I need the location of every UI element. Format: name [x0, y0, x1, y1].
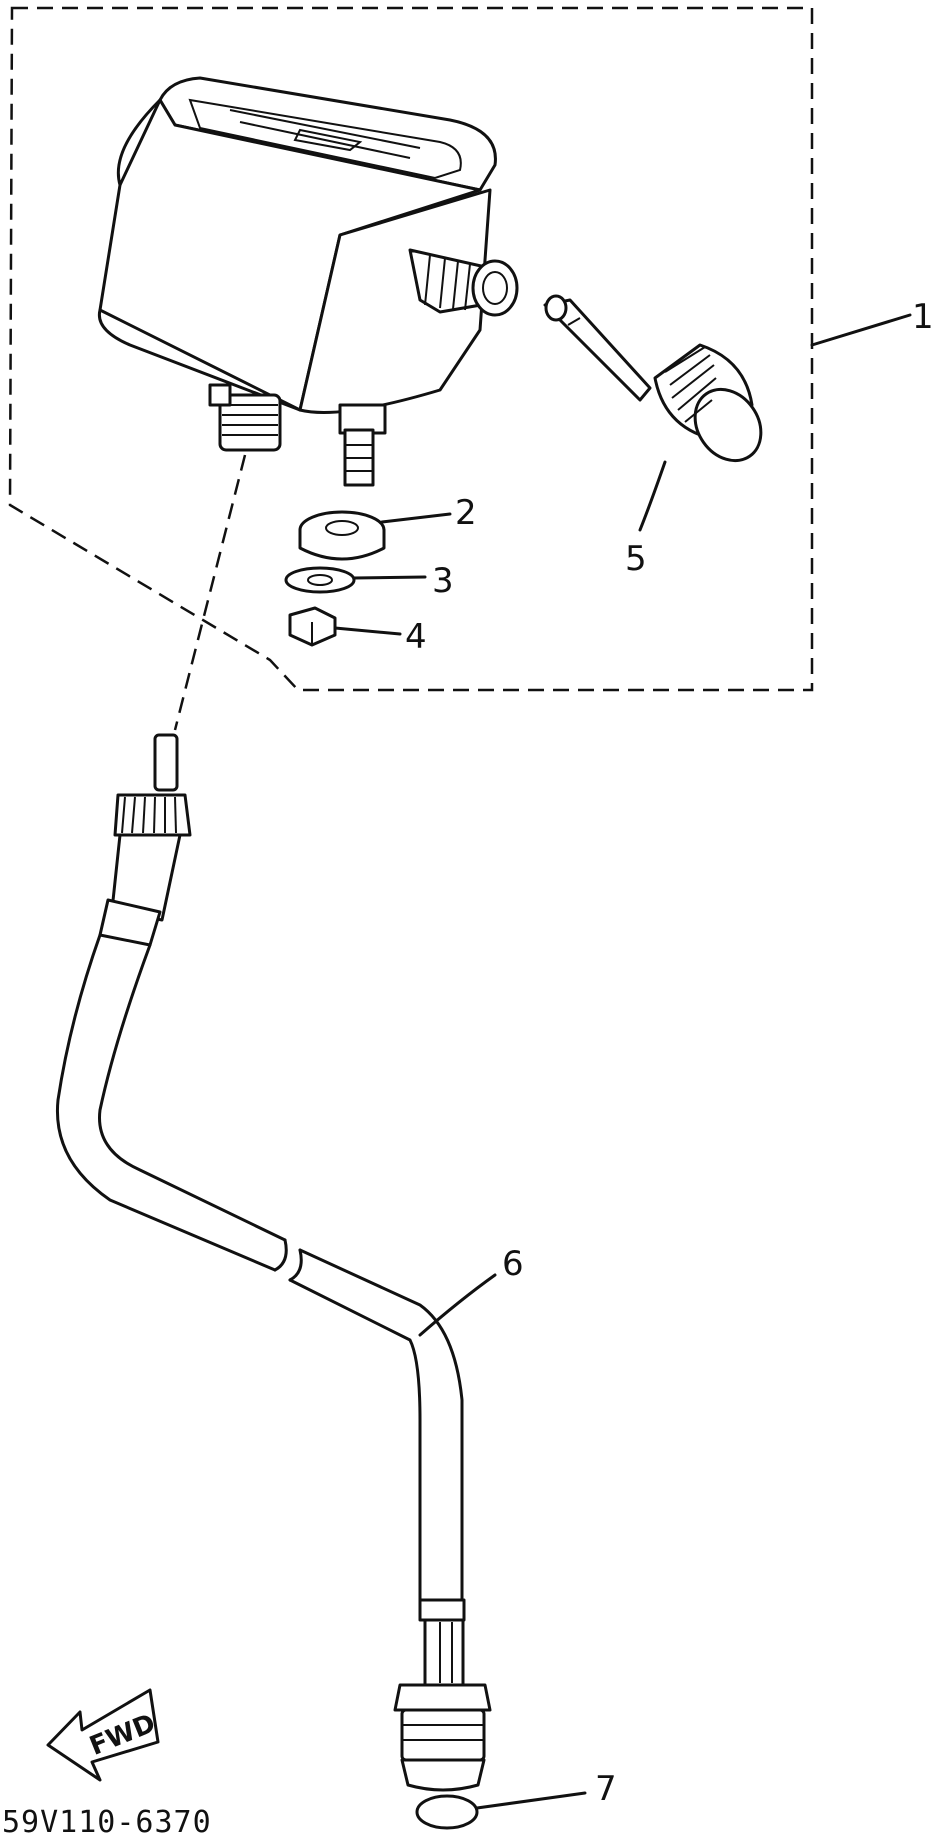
callout-3: 3	[432, 561, 454, 601]
part-6-meter-cable	[55, 733, 492, 1792]
fwd-arrow-icon: FWD	[46, 1688, 160, 1782]
assembly-boundary	[8, 6, 814, 692]
callout-7: 7	[595, 1769, 617, 1809]
part-2-grommet	[298, 510, 386, 561]
callout-5: 5	[625, 539, 647, 579]
meter-housing	[97, 76, 497, 414]
mounting-stud	[338, 403, 387, 487]
cable-alignment-leader	[173, 454, 247, 731]
part-7-o-ring	[415, 1794, 479, 1830]
callout-4: 4	[405, 617, 427, 657]
part-4-nut	[288, 606, 337, 647]
callout-6: 6	[502, 1244, 524, 1284]
side-fitting	[408, 248, 519, 317]
leader-1	[810, 313, 912, 347]
leader-2	[380, 512, 452, 524]
leader-5	[638, 460, 667, 532]
leader-3	[352, 575, 427, 580]
callout-1: 1	[912, 297, 933, 337]
callout-2: 2	[455, 493, 477, 533]
housing-cable-port	[208, 383, 282, 452]
part-5-reset-knob	[543, 294, 763, 463]
leader-6	[418, 1273, 497, 1337]
leader-4	[333, 626, 402, 636]
leader-7	[475, 1791, 587, 1810]
drawing-code: 59V110-6370	[2, 1805, 212, 1839]
part-3-washer	[284, 566, 356, 594]
